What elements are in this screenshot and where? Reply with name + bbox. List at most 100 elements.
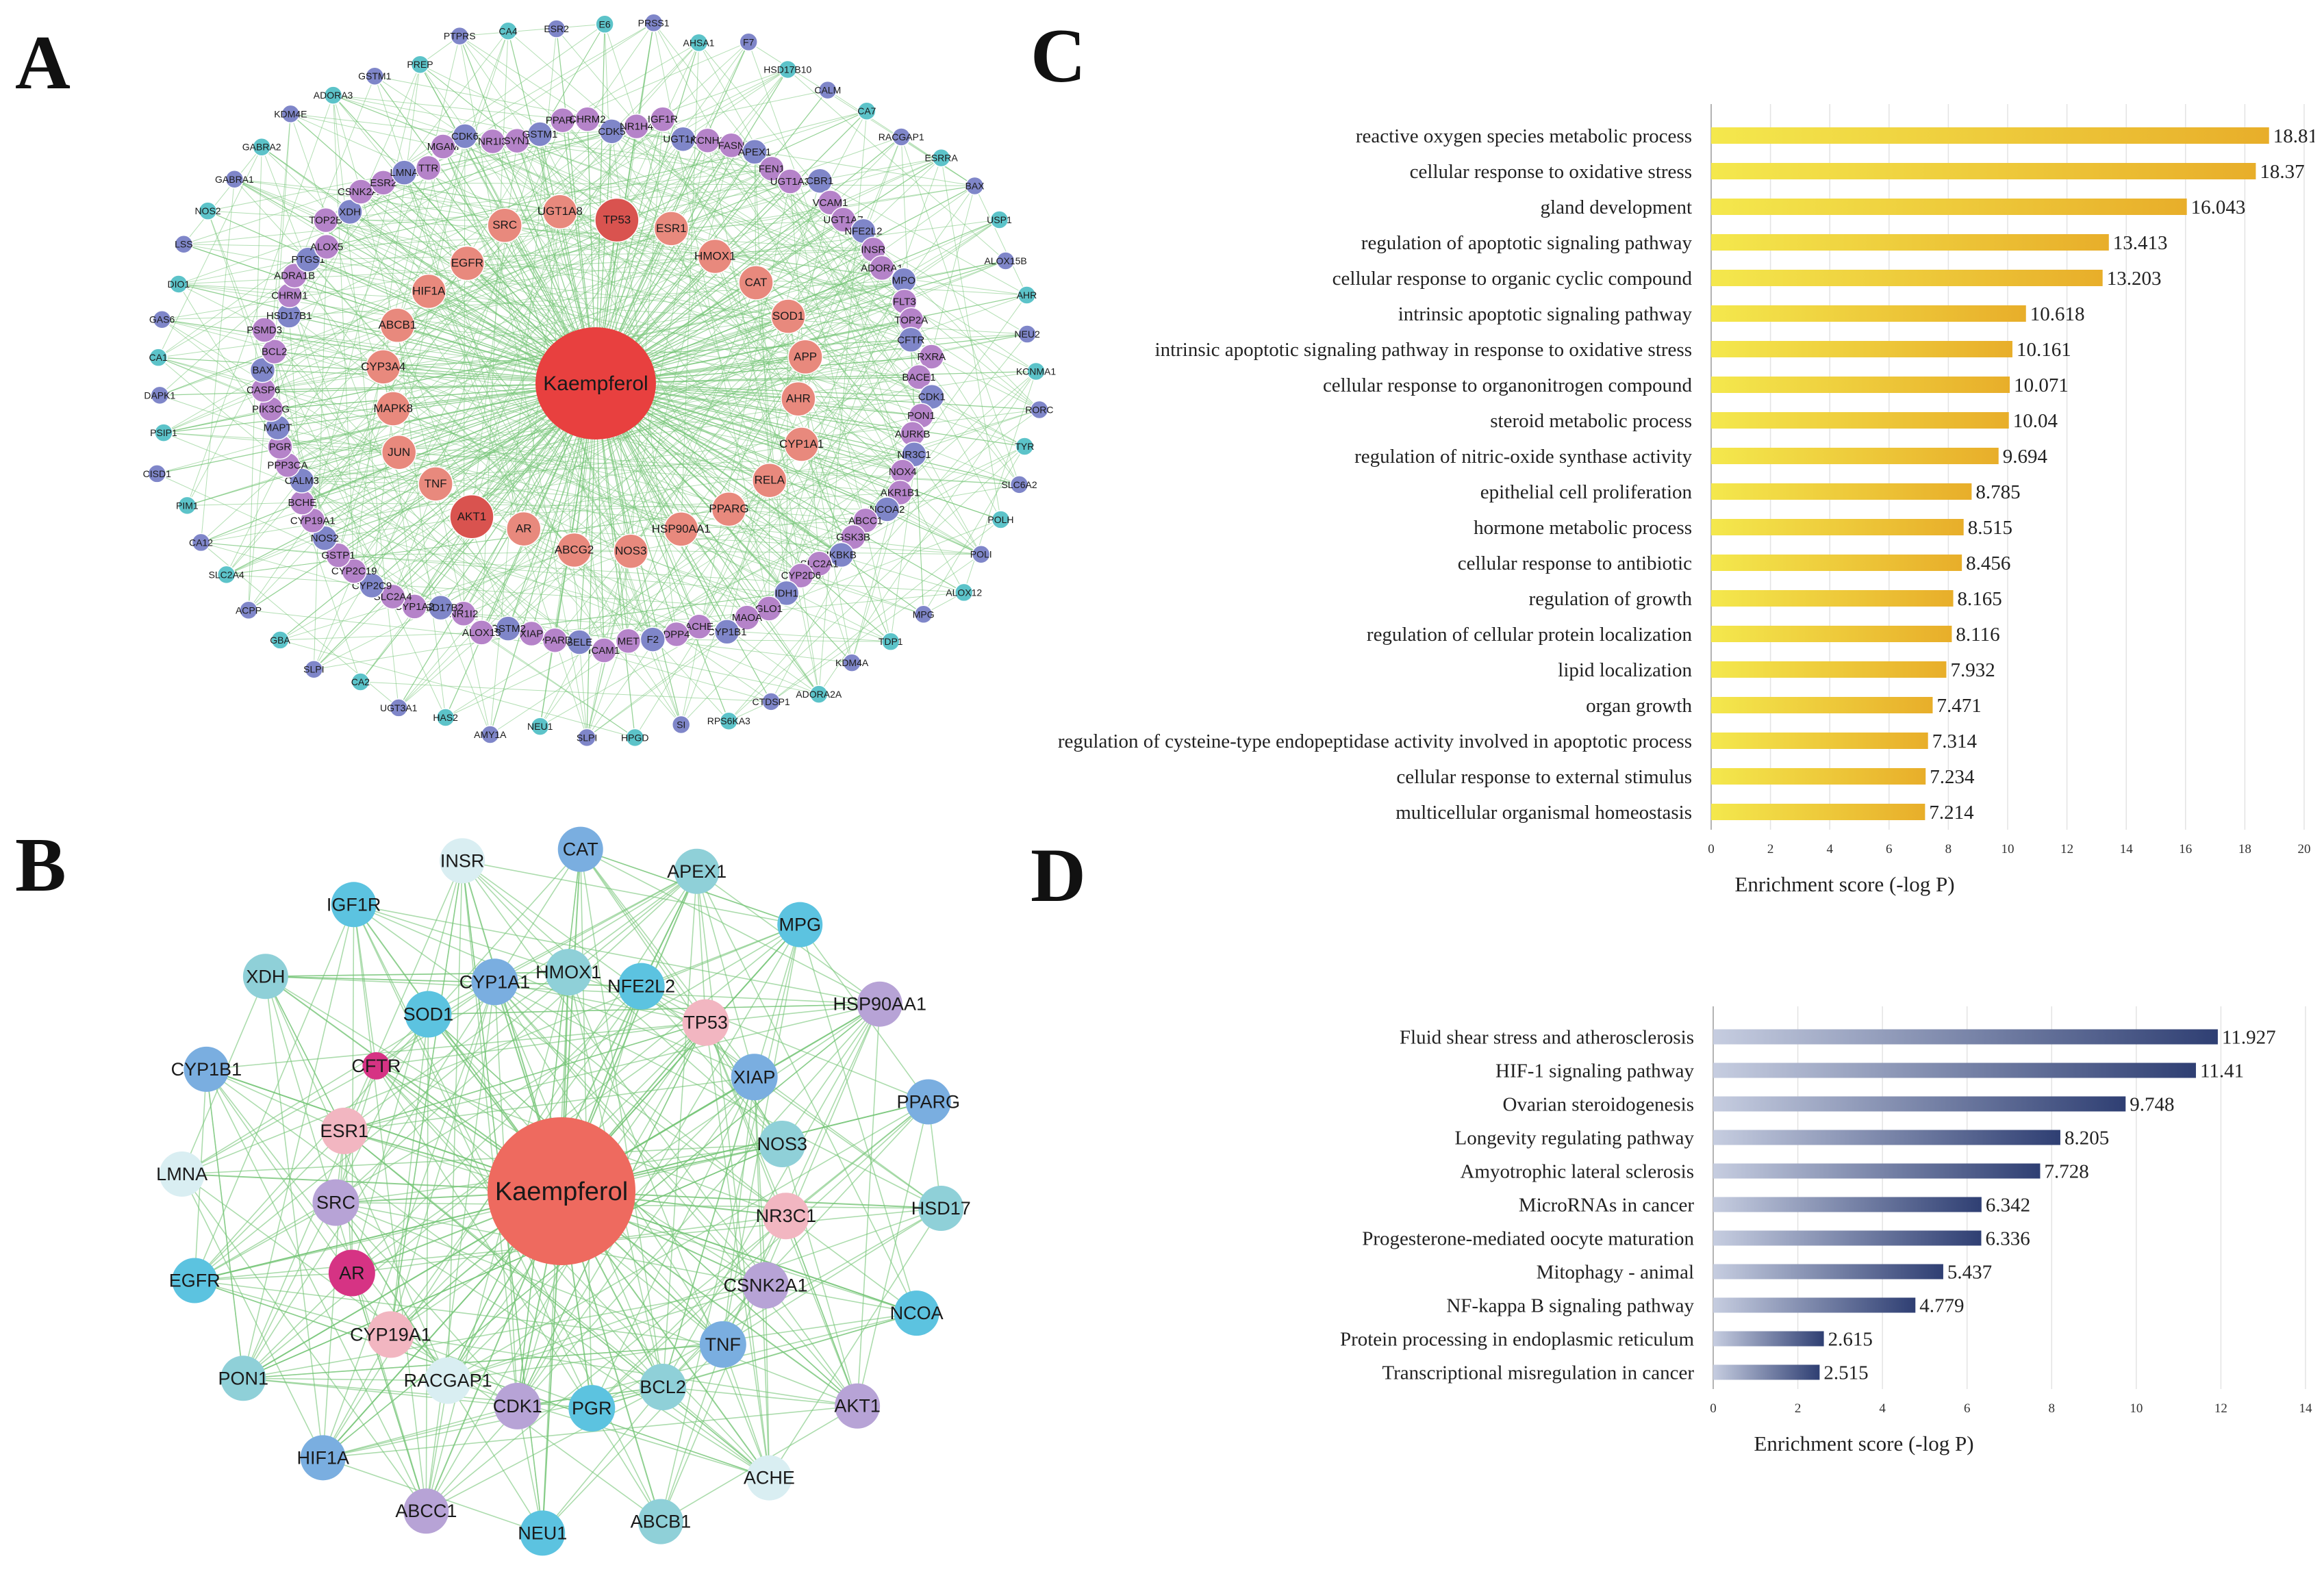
edge — [264, 329, 446, 718]
edge — [186, 94, 334, 506]
edge — [580, 849, 707, 1023]
edge — [333, 94, 466, 137]
node-label: TYR — [1015, 441, 1034, 452]
bar-cellular-response-to-external-stimulus — [1711, 768, 1926, 785]
x-tick-label: 12 — [2214, 1401, 2227, 1416]
node-cdk1: CDK1 — [918, 383, 946, 410]
node-label: RELA — [755, 474, 785, 487]
node-circle — [252, 137, 271, 157]
node-glo1: GLO1 — [755, 596, 783, 622]
node-bcl2: BCL2 — [640, 1363, 687, 1410]
node-gba: GBA — [270, 631, 291, 650]
bar-lipid-localization — [1711, 661, 1947, 678]
node-ache: ACHE — [744, 1455, 795, 1501]
node-circle — [304, 659, 324, 679]
edge — [459, 36, 1040, 410]
node-pgr: PGR — [568, 1385, 616, 1432]
node-ttr: TTR — [415, 155, 442, 181]
node-ugt1a8: UGT1A8 — [538, 194, 583, 229]
x-tick-label: 0 — [1708, 842, 1715, 856]
node-nr3c1: NR3C1 — [756, 1193, 816, 1240]
bar-ovarian-steroidogenesis — [1713, 1096, 2126, 1112]
node-circle — [348, 179, 374, 205]
value-label: 7.214 — [1929, 802, 1974, 824]
node-circle — [328, 1249, 375, 1297]
node-circle — [154, 423, 173, 442]
node-label: APEX1 — [738, 147, 771, 158]
edge — [335, 1202, 518, 1407]
edge — [591, 1215, 787, 1409]
node-ctdsp1: CTDSP1 — [752, 692, 790, 711]
node-circle — [341, 558, 367, 584]
node-abcb1: ABCB1 — [631, 1499, 691, 1544]
edge — [375, 1065, 770, 1479]
node-app: APP — [787, 339, 823, 375]
node-circle — [556, 532, 592, 568]
node-ar: AR — [506, 511, 542, 547]
node-label: ESR1 — [320, 1121, 368, 1141]
edge — [768, 1208, 942, 1479]
node-label: INSR — [440, 850, 485, 871]
node-adora3: ADORA3 — [314, 86, 353, 105]
x-tick-label: 2 — [1795, 1401, 1802, 1416]
edge — [243, 1284, 766, 1379]
node-circle — [379, 307, 416, 343]
node-circle — [546, 19, 566, 38]
node-circle — [251, 317, 277, 343]
node-circle — [783, 427, 820, 462]
edge — [425, 1004, 881, 1512]
node-idh1: IDH1 — [773, 580, 800, 607]
node-cdk6: CDK6 — [451, 123, 479, 149]
edge — [349, 131, 612, 212]
node-circle — [331, 882, 377, 928]
edge — [383, 182, 911, 320]
edge — [242, 904, 355, 1379]
node-mpg: MPG — [913, 605, 935, 624]
node-adora2a: ADORA2A — [796, 685, 842, 704]
category-label: regulation of apoptotic signaling pathwa… — [1361, 232, 1693, 254]
node-hsp90aa1: HSP90AA1 — [833, 981, 926, 1027]
edge — [194, 1130, 345, 1282]
node-icam1: ICAM1 — [588, 637, 620, 663]
edge — [301, 480, 532, 634]
edge — [662, 871, 698, 1388]
node-label: CASP6 — [247, 385, 280, 396]
node-slc2a4: SLC2A4 — [209, 565, 244, 585]
node-xdh: XDH — [242, 954, 288, 1000]
bar-hormone-metabolic-process — [1711, 519, 1964, 535]
edge — [163, 432, 819, 695]
edge — [264, 329, 555, 641]
node-label: XDH — [339, 206, 361, 218]
node-circle — [449, 494, 494, 539]
node-label: CALM3 — [285, 475, 319, 487]
node-label: AHR — [1017, 290, 1037, 301]
node-lmna: LMNA — [156, 1151, 207, 1197]
edge — [336, 1201, 858, 1407]
bar-gland-development — [1711, 199, 2187, 215]
node-kaempferol-circle — [488, 1117, 635, 1265]
edge — [568, 971, 770, 1478]
edge — [360, 681, 772, 702]
node-label: ESRRA — [924, 153, 958, 164]
node-psip1: PSIP1 — [150, 423, 177, 442]
edge — [390, 1004, 881, 1336]
node-label: GSK3B — [836, 531, 870, 543]
node-label: CFTR — [351, 1056, 401, 1076]
edge — [516, 140, 905, 281]
node-label: APEX1 — [667, 861, 727, 882]
node-circle — [739, 32, 758, 52]
node-label: UGT1A9 — [663, 133, 703, 145]
node-psmd3: PSMD3 — [247, 317, 282, 343]
edge — [923, 446, 1025, 615]
edge — [727, 202, 831, 632]
edge — [696, 871, 770, 1478]
edge — [768, 480, 770, 609]
node-slc2a4: SLC2A4 — [374, 583, 412, 610]
node-circle — [653, 211, 690, 246]
node-label: GBA — [270, 635, 290, 646]
node-circle — [498, 21, 518, 41]
node-src: SRC — [312, 1179, 359, 1226]
bar-fluid-shear-stress-and-atherosclerosis — [1713, 1029, 2218, 1045]
node-circle — [869, 255, 895, 281]
edge — [464, 136, 561, 212]
